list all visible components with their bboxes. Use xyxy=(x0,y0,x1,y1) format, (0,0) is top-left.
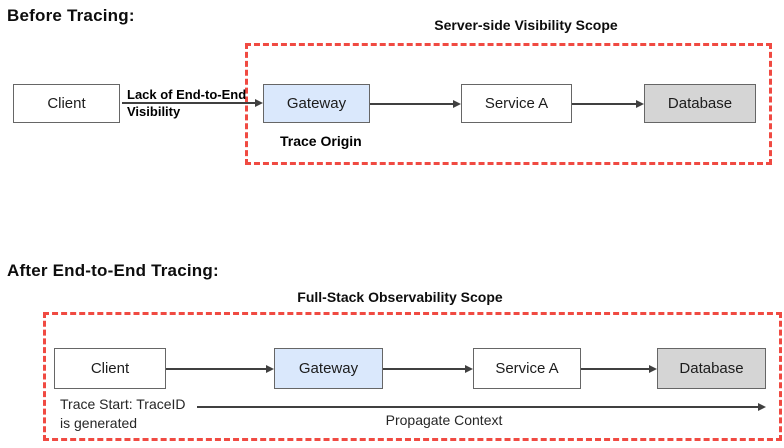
after-section-title: After End-to-End Tracing: xyxy=(7,261,219,280)
server-side-scope-boundary xyxy=(245,43,772,165)
arrow-service-a-to-database-before xyxy=(572,103,637,105)
trace-start-note: Trace Start: TraceID is generated xyxy=(60,396,186,431)
arrowhead-icon xyxy=(453,100,461,108)
node-client-before: Client xyxy=(13,84,120,123)
arrowhead-icon xyxy=(255,99,263,107)
full-stack-scope-boundary xyxy=(43,312,782,441)
node-label: Client xyxy=(47,95,86,112)
node-label: Database xyxy=(667,95,733,112)
arrow-client-to-gateway-after xyxy=(166,368,267,370)
node-label: Client xyxy=(90,360,130,377)
lack-of-visibility-label: Lack of End-to-End Visibility xyxy=(127,87,247,119)
arrowhead-icon xyxy=(758,403,766,411)
node-gateway-before: Gateway xyxy=(263,84,370,123)
node-label: Service A xyxy=(484,95,549,112)
propagate-context-arrow xyxy=(197,406,759,408)
arrow-gateway-to-service-a-before xyxy=(370,103,454,105)
arrow-client-to-gateway-before xyxy=(122,102,256,104)
server-side-scope-title: Server-side Visibility Scope xyxy=(434,17,618,33)
node-gateway-after: Gateway xyxy=(274,348,383,389)
arrowhead-icon xyxy=(636,100,644,108)
propagate-context-label: Propagate Context xyxy=(385,412,503,428)
node-label: Service A xyxy=(495,360,559,377)
node-client-after: Client xyxy=(54,348,166,389)
before-section-title: Before Tracing: xyxy=(7,6,135,25)
node-service-a-before: Service A xyxy=(461,84,572,123)
full-stack-scope-title: Full-Stack Observability Scope xyxy=(297,289,503,305)
node-service-a-after: Service A xyxy=(473,348,581,389)
node-label: Gateway xyxy=(298,360,359,377)
node-database-before: Database xyxy=(644,84,756,123)
arrowhead-icon xyxy=(266,365,274,373)
arrow-gateway-to-service-a-after xyxy=(383,368,466,370)
trace-origin-label: Trace Origin xyxy=(280,133,362,149)
node-label: Database xyxy=(679,360,744,377)
arrowhead-icon xyxy=(465,365,473,373)
arrow-service-a-to-database-after xyxy=(581,368,650,370)
node-database-after: Database xyxy=(657,348,766,389)
node-label: Gateway xyxy=(286,95,347,112)
arrowhead-icon xyxy=(649,365,657,373)
